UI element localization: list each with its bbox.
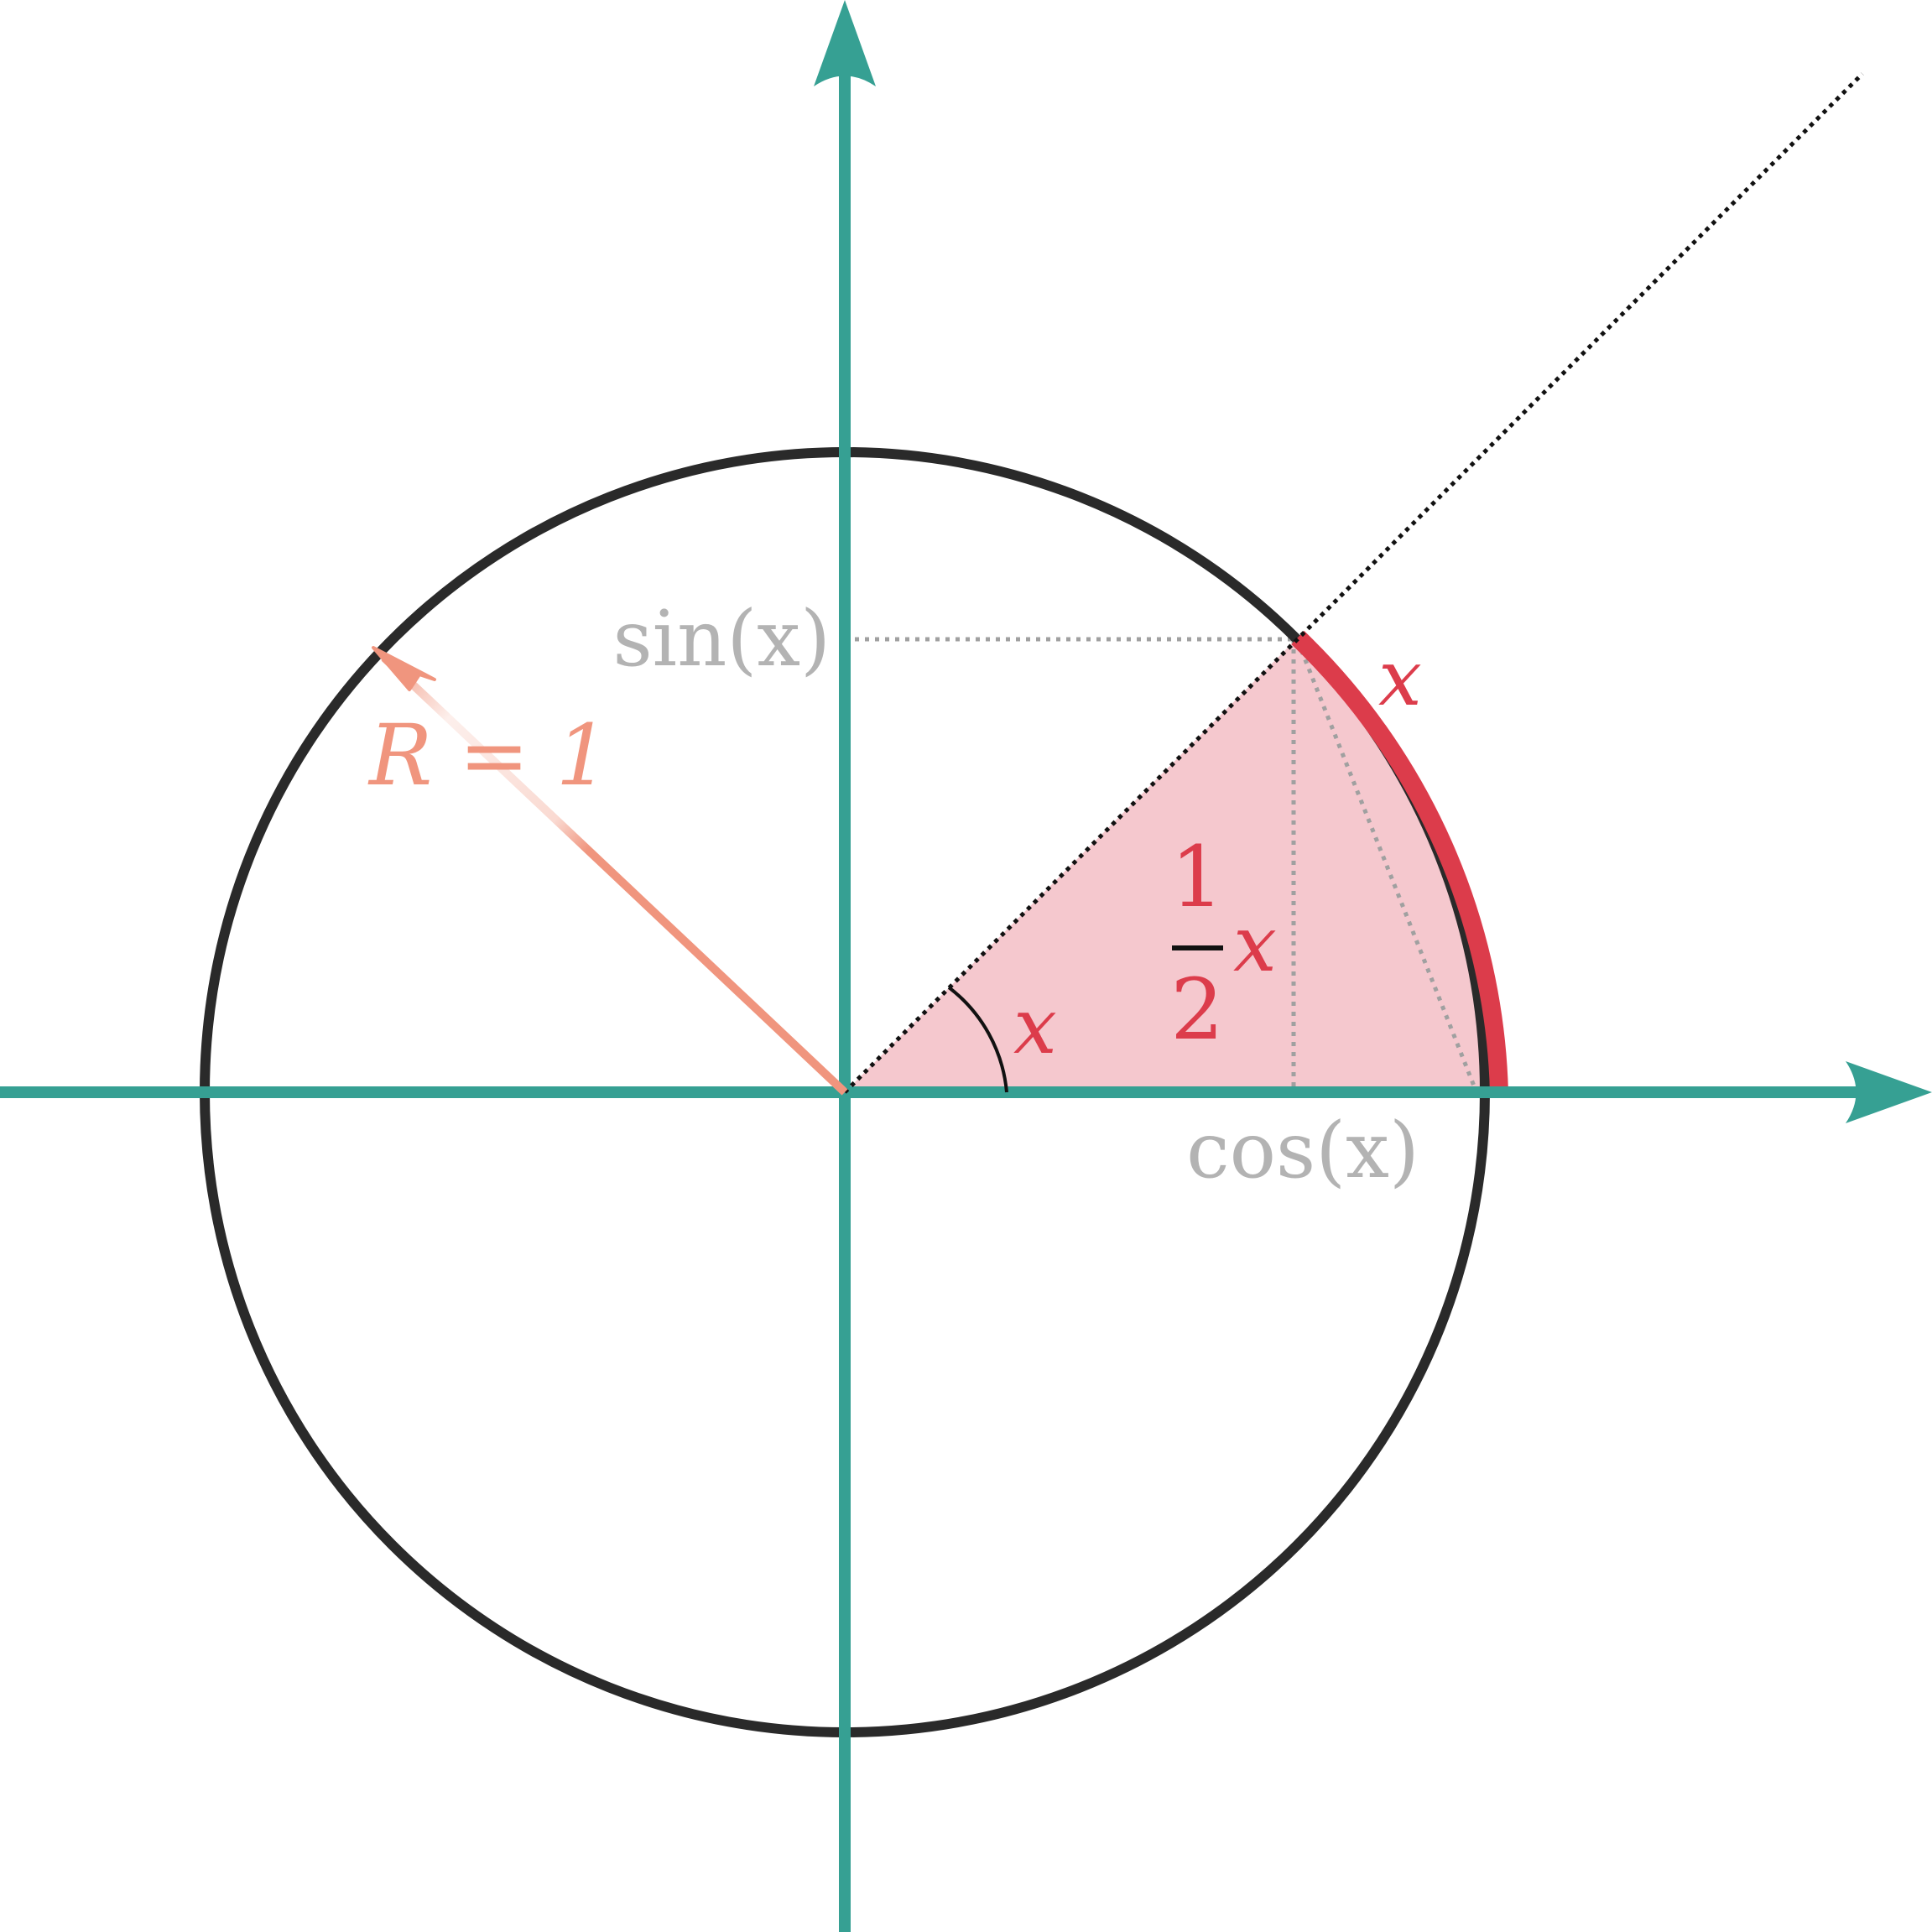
- angle-label: x: [1013, 982, 1057, 1071]
- sin-label: sin(x): [612, 594, 831, 684]
- area-variable: x: [1233, 899, 1277, 989]
- angle-ray: [843, 72, 1864, 1094]
- x-axis-arrowhead: [1846, 1061, 1932, 1123]
- sector-area-label: 1 2 x: [1170, 828, 1277, 1059]
- y-axis-arrowhead: [814, 0, 876, 86]
- radius-arrowhead: [372, 646, 436, 691]
- area-numerator: 1: [1170, 828, 1224, 926]
- cos-label: cos(x): [1186, 1106, 1419, 1195]
- arc-highlight: [1291, 631, 1508, 1093]
- angle-marker-arc: [947, 986, 1008, 1093]
- radius-arrow: [381, 654, 848, 1096]
- radius-label: R = 1: [367, 706, 609, 805]
- sector-area: [845, 638, 1499, 1092]
- arc-length-label: x: [1378, 633, 1422, 723]
- chord-line: [1295, 640, 1479, 1093]
- area-denominator: 2: [1170, 961, 1224, 1059]
